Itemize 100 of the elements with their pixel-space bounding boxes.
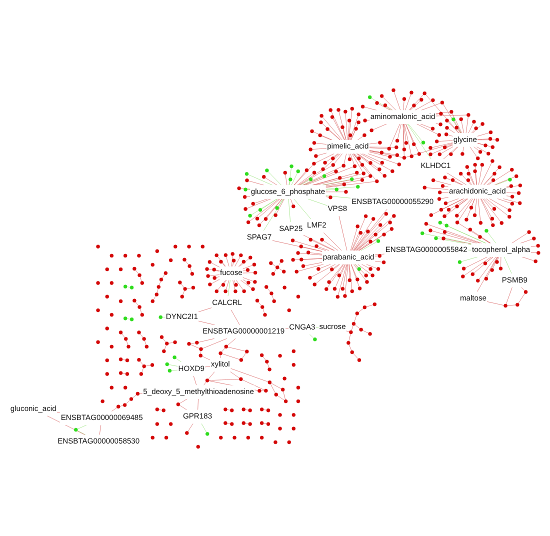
node-circle xyxy=(344,109,348,114)
connector xyxy=(135,269,139,274)
node-text: maltose xyxy=(460,292,487,302)
node-circle xyxy=(459,116,463,121)
node-circle xyxy=(182,257,186,262)
node-circle xyxy=(96,308,100,312)
connector xyxy=(162,316,166,317)
node-circle xyxy=(206,274,210,278)
node-circle xyxy=(484,276,488,280)
node-circle xyxy=(437,196,442,200)
node-circle xyxy=(356,224,360,228)
node-circle xyxy=(356,277,360,281)
connector xyxy=(202,356,210,360)
connector xyxy=(348,122,350,140)
connector xyxy=(358,229,390,250)
connector xyxy=(271,382,282,388)
connector xyxy=(247,198,272,208)
connector xyxy=(354,208,388,250)
connector xyxy=(348,264,350,278)
node-circle xyxy=(488,130,493,134)
node-circle xyxy=(356,184,360,188)
node-circle xyxy=(251,286,255,291)
node-circle xyxy=(292,204,296,208)
connector xyxy=(326,195,351,198)
node-circle xyxy=(312,161,316,166)
node-circle xyxy=(421,140,426,144)
node-circle xyxy=(251,201,255,206)
connector xyxy=(300,252,322,255)
node-circle xyxy=(200,244,205,248)
connector xyxy=(290,198,293,204)
node-circle xyxy=(190,272,194,276)
node-circle xyxy=(137,357,141,362)
connector xyxy=(306,166,354,185)
node-circle xyxy=(375,100,379,104)
node-circle xyxy=(265,168,269,172)
connector xyxy=(492,256,498,268)
connector xyxy=(230,368,268,382)
connector xyxy=(356,223,389,250)
node-circle xyxy=(232,258,236,262)
node-circle xyxy=(232,435,236,440)
connector xyxy=(298,264,324,271)
node-circle xyxy=(282,285,286,289)
node-circle xyxy=(402,147,406,151)
node-circle xyxy=(199,346,203,351)
node-circle xyxy=(429,212,434,216)
node-circle xyxy=(275,206,279,210)
connector xyxy=(489,198,508,209)
connector xyxy=(276,198,284,214)
node-circle xyxy=(371,216,376,220)
node-text: sucrose xyxy=(319,322,346,331)
connector xyxy=(358,242,370,250)
node-circle xyxy=(356,112,360,116)
connector xyxy=(242,276,254,281)
node-circle xyxy=(330,267,334,271)
node-circle xyxy=(337,272,342,277)
connector xyxy=(316,142,327,144)
node-circle xyxy=(129,396,134,400)
node-circle xyxy=(110,385,114,390)
connector xyxy=(360,153,392,170)
node-circle xyxy=(212,276,216,280)
node-circle xyxy=(312,170,316,174)
connector xyxy=(250,198,280,221)
node-circle xyxy=(266,408,270,412)
connector xyxy=(344,153,347,164)
connector xyxy=(158,409,162,410)
node-circle xyxy=(278,426,282,430)
connector xyxy=(278,268,282,270)
node-circle xyxy=(140,312,144,316)
node-circle xyxy=(328,108,332,112)
connector xyxy=(476,146,488,152)
node-circle xyxy=(205,378,210,382)
connector xyxy=(364,106,377,110)
connector xyxy=(222,353,240,360)
connector xyxy=(162,338,166,342)
node-circle xyxy=(218,350,222,355)
connector xyxy=(441,146,454,154)
node-circle xyxy=(402,155,406,160)
node-circle xyxy=(96,340,100,344)
node-circle xyxy=(198,353,203,357)
node-circle xyxy=(350,350,354,354)
node-circle xyxy=(288,177,292,181)
node-circle xyxy=(350,288,354,293)
connector xyxy=(320,264,331,268)
node-circle xyxy=(132,266,136,270)
node-circle xyxy=(348,278,352,282)
connector xyxy=(354,314,357,322)
node-circle xyxy=(466,178,470,182)
connector xyxy=(477,142,492,146)
node-circle xyxy=(234,288,238,293)
node-circle xyxy=(327,280,331,284)
node-circle xyxy=(205,266,209,270)
node-circle xyxy=(268,380,272,384)
connector xyxy=(236,280,244,290)
connector xyxy=(171,369,178,370)
connector xyxy=(272,240,322,252)
node-circle xyxy=(125,372,130,376)
node-box: glucose_6_phosphate xyxy=(250,184,326,198)
node-circle xyxy=(368,160,372,164)
node-circle xyxy=(244,187,248,191)
connector xyxy=(442,103,462,133)
